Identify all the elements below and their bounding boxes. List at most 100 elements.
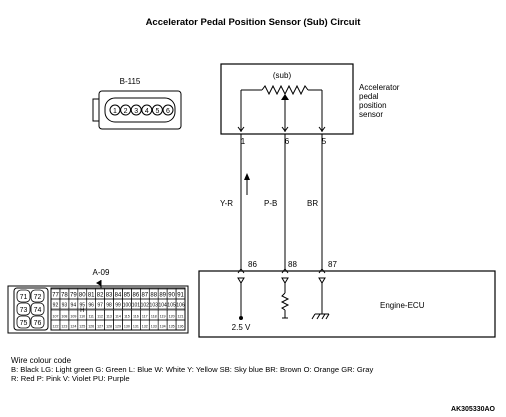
b115-pin-circle (109, 104, 121, 116)
a09-left-pin-label: 72 (34, 294, 42, 301)
ecu-pin-86: 86 (248, 260, 257, 269)
a09-pin-label: 99 (115, 303, 121, 309)
b115-pin-label: 5 (155, 108, 159, 115)
a09-pin-label: 133 (151, 325, 157, 329)
a09-left-pin-label: 74 (34, 307, 42, 314)
wire-label-br: BR (307, 199, 318, 208)
a09-pin-label: 121 (178, 315, 184, 319)
a09-left-pin-cell (16, 302, 31, 316)
a09-pin-label: 110 (79, 315, 85, 319)
a09-pin-label: 83 (106, 293, 113, 299)
a09-pin-label: 132 (142, 325, 148, 329)
engine-ecu-box (198, 268, 496, 338)
a09-pin-label: 130 (124, 325, 130, 329)
ecu-pin-87: 87 (328, 260, 337, 269)
a09-pin-label: 81 (88, 293, 95, 299)
a09-pin-label: 113 (106, 315, 112, 319)
b115-pin-circle (162, 104, 174, 116)
legend-line-2: R: Red P: Pink V: Violet PU: Purple (11, 374, 130, 383)
a09-pin-label: 114 (115, 315, 121, 319)
a09-pin-label: 78 (61, 293, 68, 299)
b115-pin-label: 4 (145, 108, 149, 115)
a09-pin-cell (175, 319, 186, 331)
a09-pin-label: 82 (97, 293, 104, 299)
a09-pin-label: 93 (62, 303, 68, 309)
a09-pin-label: 105 (167, 303, 176, 309)
sensor-pin-6: 6 (285, 137, 290, 146)
a09-pin-label: 118 (151, 315, 157, 319)
a09-left-pin-cell (16, 289, 31, 303)
a09-pin-label: 95 (79, 303, 85, 309)
a09-pin-label: 125 (79, 325, 85, 329)
b115-pin-circle (120, 104, 132, 116)
a09-left-pin-label: 71 (20, 294, 28, 301)
b115-pin-label: 1 (113, 108, 117, 115)
a09-left-pin-label: 75 (20, 320, 28, 327)
a09-pin-label: 86 (133, 293, 140, 299)
sensor-name-line-3: position (359, 101, 387, 110)
a09-pin-label: 122 (52, 325, 58, 329)
a09-pin-label: 77 (52, 293, 59, 299)
a09-pin-label: 104 (158, 303, 167, 309)
a09-pin-label: 123 (61, 325, 67, 329)
a09-pin-label: 103 (150, 303, 159, 309)
a09-pin-label: 128 (106, 325, 112, 329)
b115-pin-label: 2 (124, 108, 128, 115)
a09-pin-label: 91 (177, 293, 184, 299)
a09-left-pin-cell (30, 289, 45, 303)
b115-pin-circle (130, 104, 142, 116)
supply-voltage-label: 2.5 V (232, 323, 251, 332)
a09-pin-label: 135 (169, 325, 175, 329)
a09-pin-label: 100 (123, 303, 132, 309)
connector-b115-label: B-115 (120, 77, 141, 86)
a09-left-pin-cell (30, 315, 45, 329)
a09-pin-label: 127 (97, 325, 103, 329)
a09-pin-label: 108 (61, 315, 67, 319)
a09-left-pin-cell (16, 315, 31, 329)
sensor-pin-1: 1 (241, 137, 246, 146)
a09-pin-label: 112 (97, 315, 103, 319)
a09-pin-label: 134 (160, 325, 166, 329)
a09-pin-label: 136 (178, 325, 184, 329)
legend-line-1: B: Black LG: Light green G: Green L: Blu… (11, 365, 373, 374)
a09-pin-label: 96 (88, 303, 94, 309)
a09-pin-label: 88 (150, 293, 157, 299)
sensor-box: (sub) (220, 63, 354, 135)
a09-pin-cell (175, 298, 186, 310)
figure-code: AK305330AO (451, 406, 496, 413)
a09-pin-label: 90 (168, 293, 175, 299)
a09-left-pin-label: 73 (20, 307, 28, 314)
a09-pin-label: 115 (124, 315, 130, 319)
a09-pin-label: 97 (97, 303, 103, 309)
sensor-name-line-4: sensor (359, 110, 383, 119)
wire-label-p-b: P-B (264, 199, 277, 208)
connector-a09-label: A-09 (93, 268, 110, 277)
potentiometer-resistor (261, 84, 309, 96)
a09-pin-label: 85 (124, 293, 131, 299)
a09-pin-label: 129 (115, 325, 121, 329)
b115-pin-label: 3 (134, 108, 138, 115)
a09-pin-label: 101 (132, 303, 141, 309)
sensor-sub-label: (sub) (273, 71, 292, 80)
a09-pin-label: 84 (115, 293, 122, 299)
sensor-pin-5: 5 (322, 137, 327, 146)
a09-pin-label: 116 (133, 315, 139, 319)
b115-pin-circle (141, 104, 153, 116)
a09-pin-label: 111 (88, 315, 93, 319)
a09-pin-label: 107 (52, 315, 58, 319)
b115-pin-circle (151, 104, 163, 116)
a09-pin-label: 92 (53, 303, 59, 309)
a09-pin-label: 89 (159, 293, 166, 299)
sensor-name-line-1: Accelerator (359, 83, 400, 92)
a09-pin-label: 109 (70, 315, 76, 319)
a09-left-pin-cell (30, 302, 45, 316)
a09-pin-label: 120 (169, 315, 175, 319)
a09-pin-label: 117 (142, 315, 148, 319)
legend-heading: Wire colour code (11, 356, 72, 365)
a09-pin-label: 131 (133, 325, 139, 329)
a09-key-label: H (80, 308, 84, 314)
a09-pin-label: 124 (70, 325, 76, 329)
